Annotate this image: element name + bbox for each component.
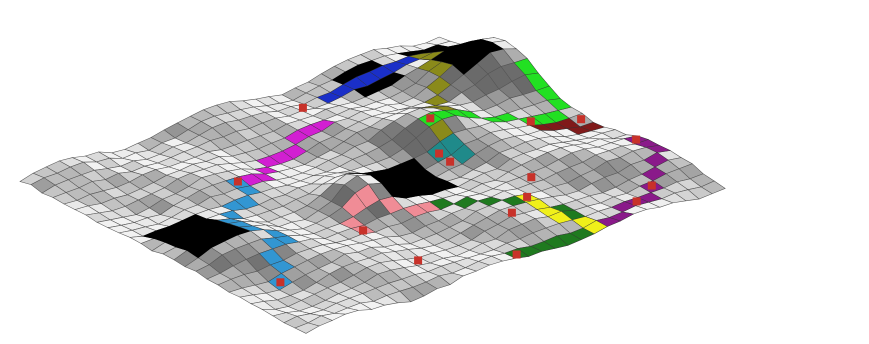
path-cell (426, 76, 452, 96)
path-cell (643, 152, 669, 168)
endpoint-marker (359, 226, 368, 235)
path-cell (582, 220, 608, 235)
path-cell (419, 50, 445, 61)
path-cell (645, 145, 671, 153)
path-dark-red (529, 117, 605, 135)
path-cell (428, 61, 454, 78)
path-yellow (514, 193, 608, 235)
path-cell (221, 199, 247, 211)
endpoint-marker (435, 149, 444, 158)
endpoint-marker (577, 115, 586, 124)
endpoint-marker (526, 117, 535, 126)
endpoint-marker (507, 208, 516, 217)
path-cell (513, 58, 539, 75)
endpoint-marker (276, 278, 285, 287)
obstacle-center (348, 158, 459, 199)
path-cell (641, 166, 667, 181)
path-cell (339, 216, 365, 229)
path-cell (282, 144, 307, 160)
endpoint-marker (647, 181, 656, 190)
obstacle-cell (433, 180, 459, 191)
obstacle-top-left (142, 214, 252, 259)
endpoint-marker (446, 157, 455, 166)
endpoint-marker (632, 135, 641, 144)
endpoint-marker (233, 177, 242, 186)
path-pink (339, 183, 442, 235)
path-cell (253, 166, 280, 175)
obstacle-cell (478, 42, 504, 53)
endpoint-marker (512, 250, 521, 259)
endpoint-marker (414, 256, 423, 265)
path-layer (217, 50, 671, 291)
path-cell (218, 210, 245, 219)
marker-layer (233, 103, 656, 287)
mesh-cell (294, 322, 320, 334)
path-cell (269, 260, 295, 274)
path-cell (423, 94, 450, 106)
path-cell (579, 122, 605, 132)
endpoint-marker (523, 192, 532, 201)
endpoint-marker (632, 197, 641, 206)
path-blue (316, 55, 421, 104)
path-cell (236, 185, 262, 196)
endpoint-marker (527, 173, 536, 182)
endpoint-marker (298, 103, 307, 112)
path-green (417, 58, 572, 128)
path-cell (310, 119, 336, 132)
path-cell (450, 143, 476, 165)
path-cell (610, 201, 637, 213)
endpoint-marker (426, 114, 435, 123)
path-cell (261, 237, 287, 250)
path-cell (251, 173, 277, 182)
